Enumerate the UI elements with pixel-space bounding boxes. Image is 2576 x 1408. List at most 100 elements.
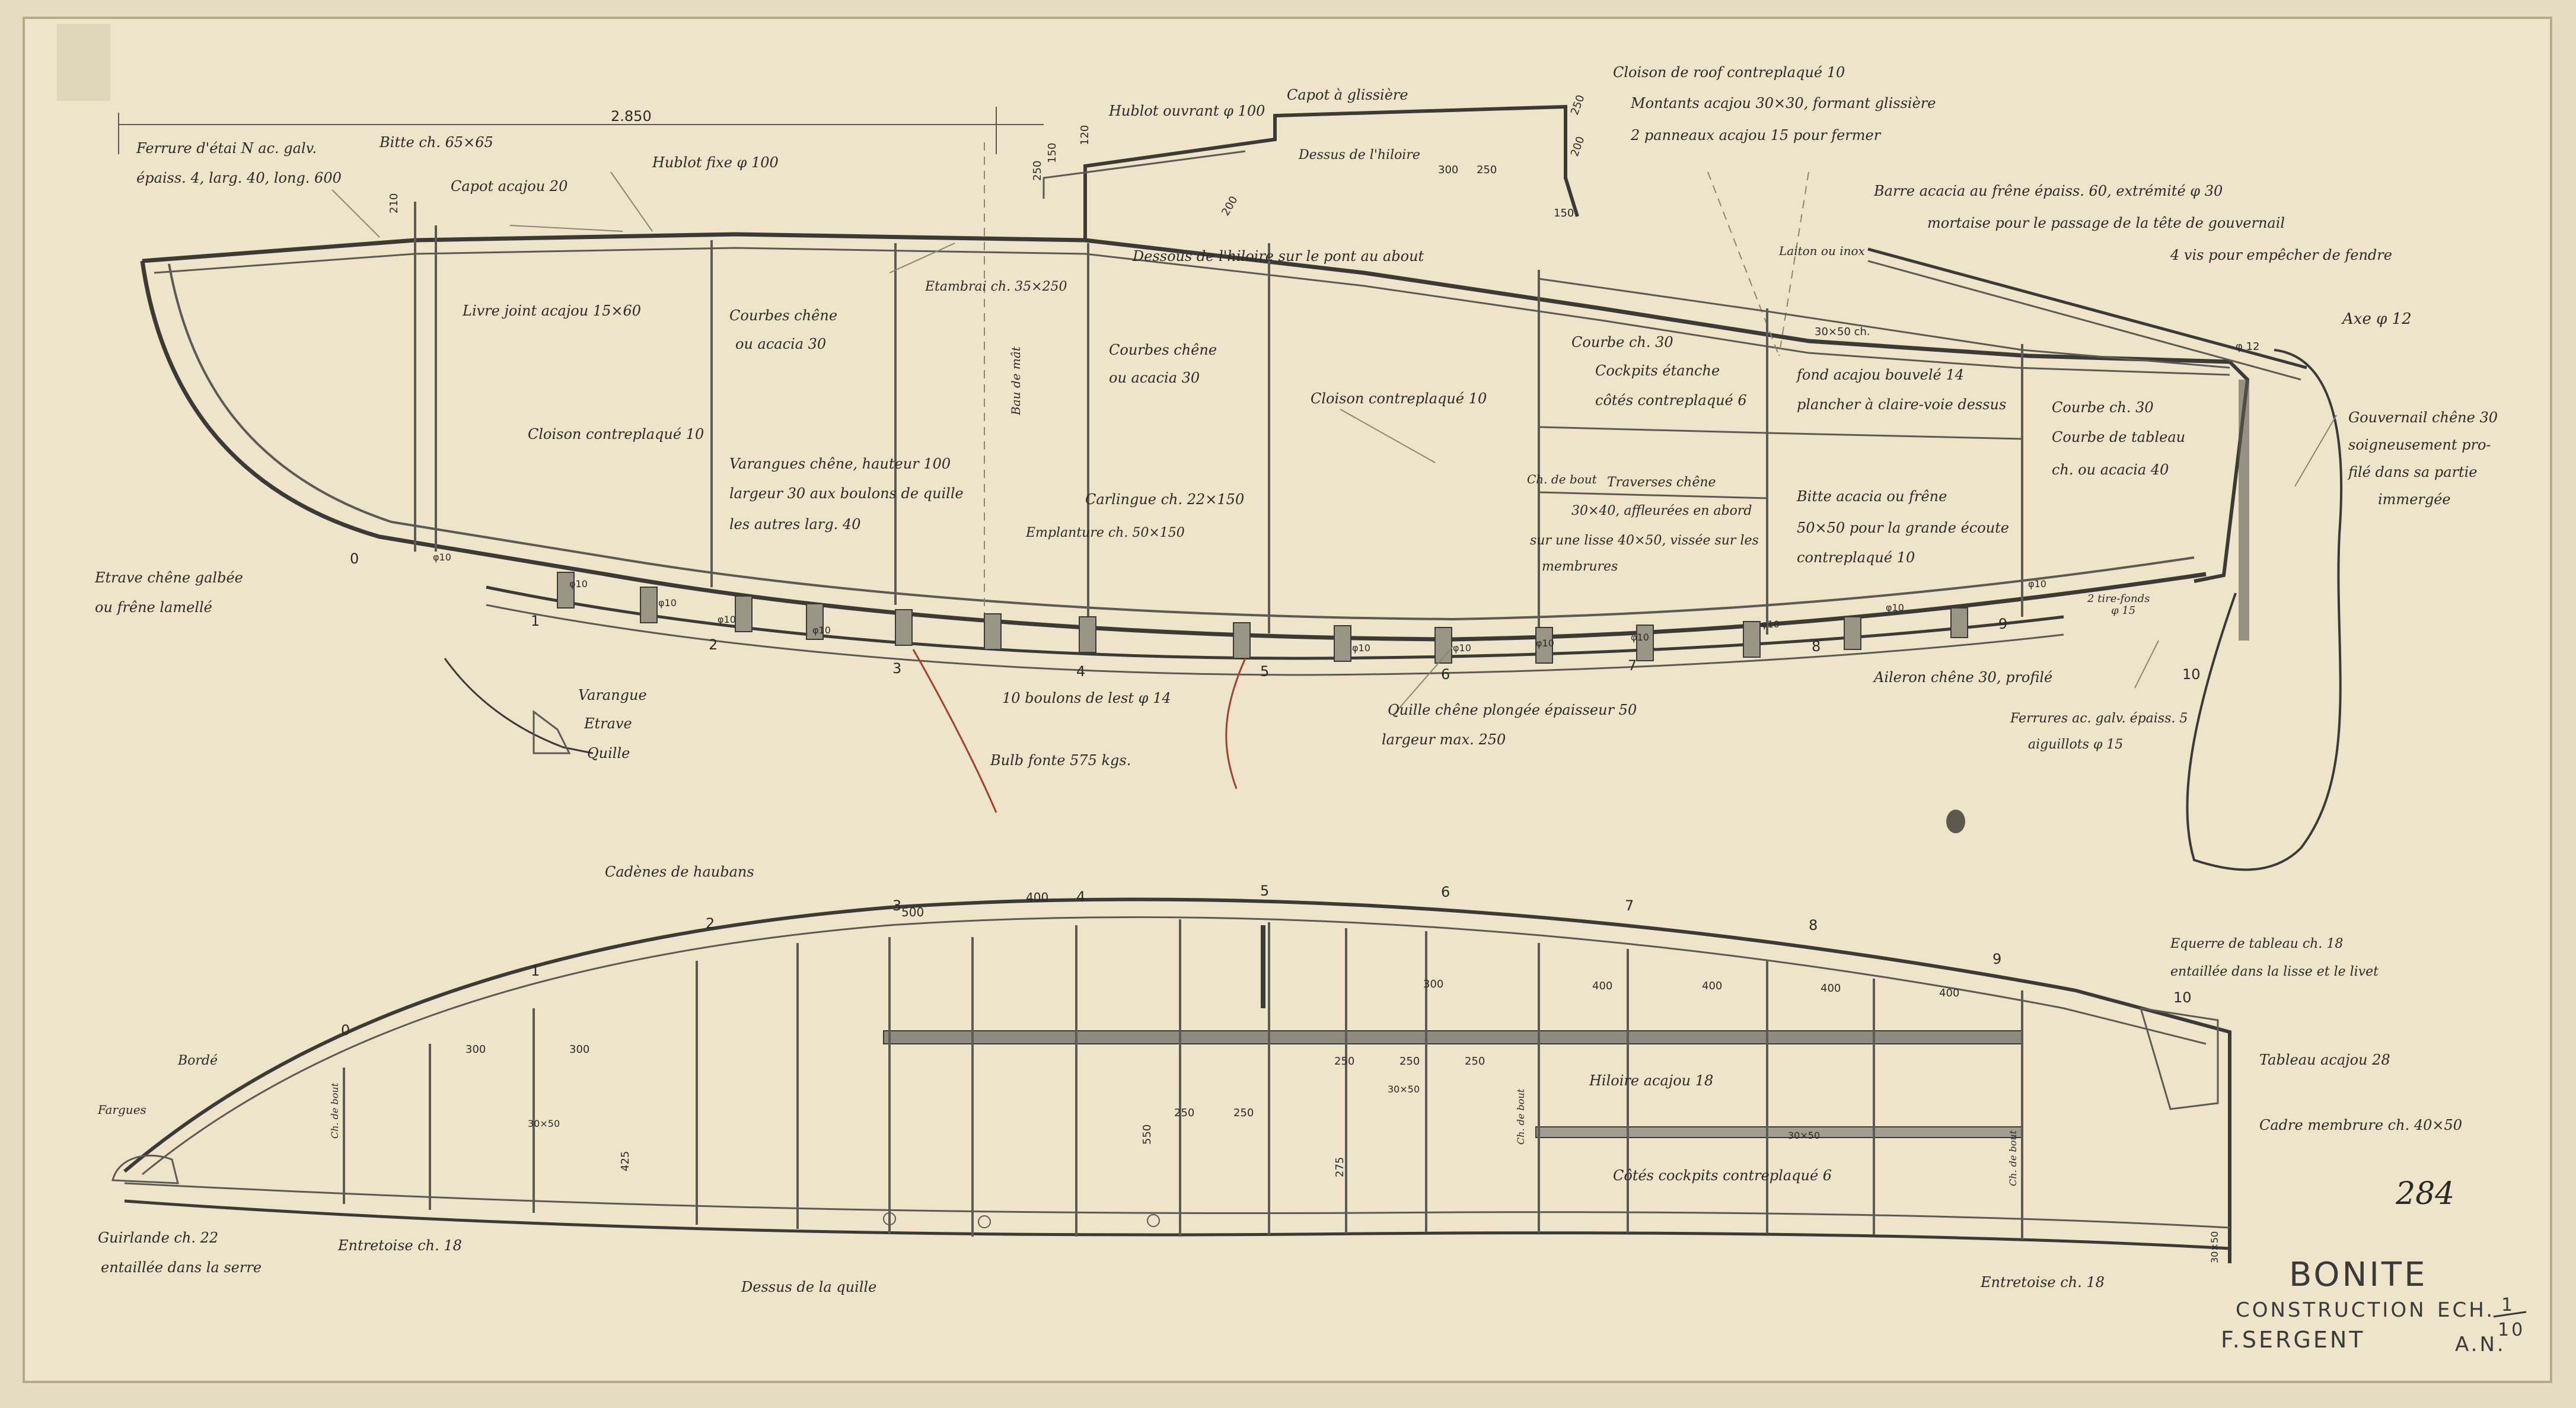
plan-dim-250c: 250	[1465, 1055, 1485, 1068]
label-gouvernail-2: soigneusement pro-	[2348, 437, 2491, 453]
label-courbe-30: Courbe ch. 30	[1571, 334, 1673, 351]
label-bulb: Bulb fonte 575 kgs.	[990, 752, 1131, 769]
plan-dim-300a: 300	[1423, 978, 1443, 990]
label-vis: 4 vis pour empêcher de fendre	[2170, 247, 2392, 263]
frame-10: 10	[2182, 666, 2201, 683]
plan-view	[111, 897, 2231, 1263]
label-axe: Axe φ 12	[2341, 310, 2412, 328]
plan-frame-4: 4	[1076, 888, 1085, 905]
keel-dim-9: φ10	[1631, 632, 1649, 643]
plan-label-guirlande-2: entaillée dans la serre	[101, 1259, 262, 1276]
frame-5: 5	[1260, 663, 1269, 680]
label-hublot-fixe: Hublot fixe φ 100	[652, 154, 779, 171]
label-traverses-4: membrures	[1542, 559, 1618, 574]
plan-frame-2: 2	[706, 915, 715, 932]
plan-label-entretoise-2: Entretoise ch. 18	[1980, 1274, 2105, 1291]
label-etrave-det: Etrave	[584, 715, 632, 732]
plan-label-guirlande: Guirlande ch. 22	[98, 1229, 218, 1246]
dim-30x50: 30×50 ch.	[1815, 326, 1870, 338]
label-montants: Montants acajou 30×30, formant glissière	[1630, 95, 1936, 112]
scale-den: 10	[2498, 1320, 2525, 1340]
plan-frame-10: 10	[2173, 989, 2192, 1006]
keel-dim-3: φ10	[658, 597, 677, 609]
plan-label-cadre: Cadre membrure ch. 40×50	[2259, 1117, 2462, 1133]
label-boulons-lest: 10 boulons de lest φ 14	[1002, 690, 1171, 706]
label-barre: Barre acacia au frêne épaiss. 60, extrém…	[1873, 183, 2223, 199]
label-quille: Quille chêne plongée épaisseur 50	[1388, 702, 1637, 718]
label-cockpit: Cockpits étanche	[1595, 362, 1720, 379]
label-panneaux: 2 panneaux acajou 15 pour fermer	[1630, 127, 1882, 144]
plan-dim-300b: 300	[466, 1043, 486, 1056]
plan-label-hiloire: Hiloire acajou 18	[1589, 1072, 1713, 1089]
plan-label-equerre-2: entaillée dans la lisse et le livet	[2170, 964, 2379, 979]
plan-label-cotes-cockpit: Côtés cockpits contreplaqué 6	[1613, 1167, 1832, 1184]
dim-150: 150	[1554, 207, 1574, 219]
label-laiton: Laiton ou inox	[1778, 244, 1865, 258]
label-varangues-2: largeur 30 aux boulons de quille	[729, 485, 964, 502]
label-quille-2: largeur max. 250	[1382, 731, 1506, 748]
label-etrave: Etrave chêne galbée	[94, 569, 243, 586]
label-cloison-1: Cloison contreplaqué 10	[1311, 390, 1487, 407]
plan-dim-30x50a: 30×50	[1388, 1084, 1420, 1095]
label-cloison-2: Cloison contreplaqué 10	[528, 426, 704, 442]
plan-label-borde: Bordé	[177, 1053, 218, 1068]
dim-120: 120	[1079, 125, 1091, 145]
frame-1: 1	[531, 613, 540, 629]
plan-label-ch-bout-1: Ch. de bout	[329, 1082, 340, 1139]
dim-150b: 150	[1046, 143, 1059, 163]
label-varangue-det: Varangue	[578, 687, 647, 703]
label-ferrures: Ferrures ac. galv. épaiss. 5	[2010, 711, 2188, 726]
label-etrave-2: ou frêne lamellé	[95, 599, 212, 616]
plan-frame-7: 7	[1625, 897, 1634, 914]
label-quille-det: Quille	[587, 745, 630, 762]
frame-6: 6	[1441, 666, 1450, 683]
plan-annotations: Cadènes de haubans Equerre de tableau ch…	[97, 864, 2462, 1295]
author: F.SERGENT	[2221, 1327, 2365, 1353]
label-mortaise: mortaise pour le passage de la tête de g…	[1927, 215, 2285, 231]
plan-frame-0: 0	[341, 1022, 350, 1039]
keel-dim-2: φ10	[569, 578, 588, 590]
label-fond: fond acajou bouvelé 14	[1796, 367, 1964, 383]
dim-300: 300	[1438, 164, 1458, 176]
plan-label-fargues: Fargues	[97, 1103, 146, 1117]
keel-dim-11: φ10	[1886, 602, 1904, 613]
plan-dim-30x50b: 30×50	[528, 1118, 560, 1129]
frame-2: 2	[709, 636, 718, 653]
label-contreplaque: contreplaqué 10	[1797, 549, 1915, 566]
plan-label-ch-bout-3: Ch. de bout	[2007, 1130, 2019, 1186]
plan-label-tableau: Tableau acajou 28	[2259, 1052, 2390, 1068]
plan-dim-400: 400	[1026, 890, 1048, 904]
label-bitte: Bitte ch. 65×65	[379, 134, 493, 151]
dim-2850: 2.850	[611, 108, 652, 125]
dim-210: 210	[388, 193, 400, 214]
plan-dim-30x50d: 30×50	[2209, 1231, 2220, 1263]
plan-label-equerre: Equerre de tableau ch. 18	[2170, 936, 2343, 951]
label-hublot-ouvrant: Hublot ouvrant φ 100	[1108, 103, 1265, 119]
label-traverses: Traverses chêne	[1607, 475, 1716, 490]
label-gouvernail-4: immergée	[2378, 491, 2451, 508]
profile-annotations: Ferrure d'étai N ac. galv. épaiss. 4, la…	[94, 64, 2498, 769]
label-courbes-2b: ou acacia 30	[1109, 369, 1200, 386]
plan-frame-1: 1	[531, 963, 540, 979]
title-block: 284 BONITE CONSTRUCTION ECH. 1 10 F.SERG…	[2221, 1176, 2527, 1356]
label-varangues-3: les autres larg. 40	[729, 516, 860, 533]
label-courbes-1b: ou acacia 30	[735, 336, 826, 352]
keel-dim-12: φ10	[2028, 578, 2046, 590]
label-etambrai: Etambrai ch. 35×250	[924, 279, 1067, 294]
dim-250b: 250	[1031, 161, 1044, 181]
label-emplanture: Emplanture ch. 50×150	[1025, 525, 1185, 540]
label-gouvernail-3: filé dans sa partie	[2347, 464, 2478, 480]
label-ch-bout-1: Ch. de bout	[1527, 472, 1598, 486]
dim-250: 250	[1477, 164, 1497, 176]
label-livre-joint: Livre joint acajou 15×60	[462, 302, 641, 319]
label-aileron: Aileron chêne 30, profilé	[1873, 669, 2052, 686]
plan-dim-550: 550	[1141, 1125, 1153, 1145]
profile-view	[118, 104, 2343, 871]
scale-label: ECH.	[2437, 1298, 2495, 1322]
keel-dim-10: φ10	[1761, 619, 1780, 630]
frame-9: 9	[1998, 616, 2007, 632]
frame-4: 4	[1076, 663, 1085, 680]
dim-phi12: φ 12	[2236, 340, 2260, 353]
label-bitte-acacia: Bitte acacia ou frêne	[1796, 488, 1947, 505]
plan-dim-250d: 250	[1174, 1107, 1194, 1119]
